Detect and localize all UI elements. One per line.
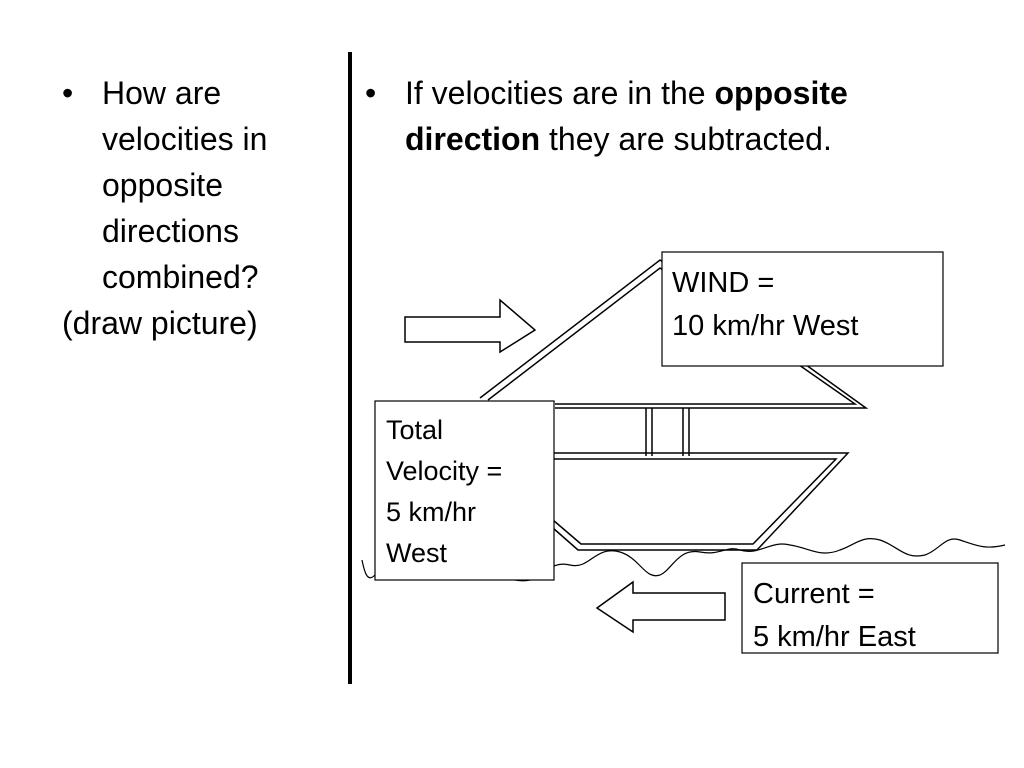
wind-arrow-icon bbox=[404, 298, 537, 354]
wind-label-line-2: 10 km/hr West bbox=[672, 310, 858, 342]
wind-label-box bbox=[661, 251, 944, 367]
wind-label-line-1: WIND = bbox=[672, 267, 774, 299]
column-divider bbox=[348, 52, 352, 684]
draw-picture-note: (draw picture) bbox=[62, 305, 258, 341]
question-line: opposite bbox=[102, 167, 223, 203]
question-bullet: • How are velocities in opposite directi… bbox=[62, 70, 342, 300]
total-velocity-line-4: West bbox=[386, 538, 448, 568]
current-label-line-1: Current = bbox=[753, 578, 875, 610]
current-label-line-2: 5 km/hr East bbox=[753, 621, 916, 653]
answer-text-end: they are subtracted. bbox=[540, 121, 832, 157]
question-line: velocities in bbox=[102, 121, 268, 157]
answer-text-bold: opposite direction bbox=[405, 75, 848, 157]
bullet-dot: • bbox=[62, 75, 74, 111]
mast-icon bbox=[645, 408, 690, 456]
answer-text: If velocities are in the opposite direct… bbox=[405, 70, 985, 162]
question-line: directions bbox=[102, 213, 239, 249]
question-line: How are bbox=[102, 75, 222, 111]
total-velocity-line-1: Total bbox=[386, 415, 443, 445]
answer-block: • If velocities are in the opposite dire… bbox=[365, 70, 985, 162]
total-velocity-box bbox=[374, 400, 555, 581]
current-arrow-icon bbox=[595, 580, 726, 634]
current-label-box bbox=[741, 562, 999, 654]
bullet-dot: • bbox=[365, 75, 377, 111]
total-velocity-line-3: 5 km/hr bbox=[386, 497, 476, 527]
total-velocity-line-2: Velocity = bbox=[386, 456, 502, 486]
question-text: How are velocities in opposite direction… bbox=[102, 70, 267, 300]
answer-bullet: • If velocities are in the opposite dire… bbox=[365, 70, 985, 162]
boat-hull-icon bbox=[552, 452, 850, 551]
answer-text-start: If velocities are in the bbox=[405, 75, 715, 111]
question-line: combined? bbox=[102, 259, 259, 295]
question-block: • How are velocities in opposite directi… bbox=[62, 70, 342, 346]
